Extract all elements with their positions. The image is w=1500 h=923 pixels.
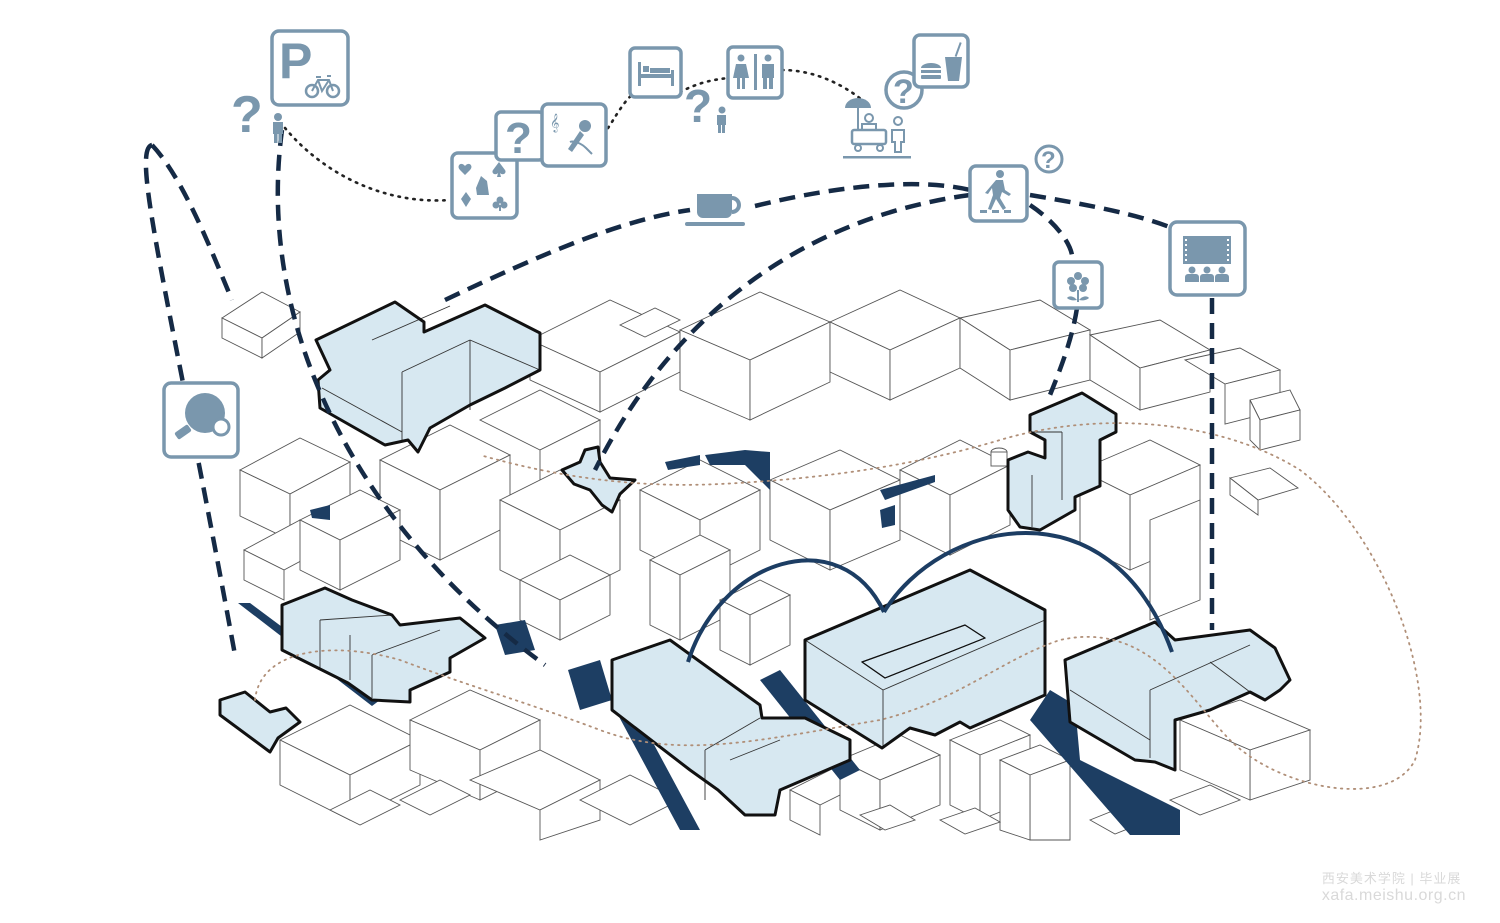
dash-parking bbox=[275, 129, 547, 667]
dash-cafe-west bbox=[444, 207, 691, 303]
dash-table-tennis bbox=[143, 142, 238, 656]
east-L-block bbox=[1063, 620, 1292, 772]
watermark: 西安美术学院 | 毕业展 xafa.meishu.org.cn bbox=[1322, 868, 1466, 905]
highlighted-buildings bbox=[218, 300, 1292, 817]
question-person-icon: ? bbox=[231, 86, 283, 144]
hotel-bed-icon bbox=[628, 46, 683, 99]
coffee-cup-icon bbox=[685, 194, 745, 226]
flower-garden-icon bbox=[1052, 260, 1104, 310]
dash-cafe-east bbox=[754, 181, 971, 209]
watermark-url: xafa.meishu.org.cn bbox=[1321, 887, 1466, 904]
svg-text:?: ? bbox=[684, 80, 712, 132]
svg-text:P: P bbox=[279, 33, 312, 89]
svg-text:?: ? bbox=[505, 114, 532, 163]
courtyard-block bbox=[803, 568, 1047, 750]
dash-flower-tower bbox=[1047, 307, 1080, 396]
table-tennis-icon bbox=[162, 381, 240, 459]
restroom-icon bbox=[726, 45, 784, 100]
food-cart-vendor-icon bbox=[843, 98, 911, 159]
cinema-icon bbox=[1168, 220, 1247, 297]
card-games-icon bbox=[450, 151, 519, 220]
connection-arcs bbox=[686, 531, 1174, 663]
question-box-icon: ? bbox=[494, 110, 546, 163]
pedestrian-crossing-icon bbox=[968, 164, 1029, 223]
question-circle-icon: ? bbox=[1034, 144, 1064, 174]
dash-crossing-cinema bbox=[1029, 192, 1173, 231]
karaoke-microphone-icon: 𝄞 bbox=[540, 102, 608, 168]
watermark-school: 西安美术学院 | 毕业展 bbox=[1321, 871, 1462, 886]
west-L-block bbox=[280, 586, 487, 704]
svg-text:𝄞: 𝄞 bbox=[550, 113, 559, 133]
parking-bicycle-icon: P bbox=[270, 29, 350, 107]
fast-food-icon bbox=[912, 33, 970, 89]
arc-slab-to-courtyard bbox=[686, 558, 886, 663]
svg-text:?: ? bbox=[1041, 147, 1056, 174]
question-person-icon: ? bbox=[684, 80, 726, 133]
arc-courtyard-to-east bbox=[882, 531, 1174, 653]
dash-crossing-flower bbox=[1028, 203, 1075, 263]
south-central-slab bbox=[610, 638, 852, 817]
dashed-links bbox=[143, 129, 1215, 667]
northwest-block bbox=[314, 300, 542, 454]
northeast-tower bbox=[1006, 391, 1118, 532]
svg-text:?: ? bbox=[231, 86, 263, 144]
southwest-pavilion bbox=[218, 690, 302, 754]
context-buildings bbox=[221, 289, 1312, 841]
svg-text:?: ? bbox=[893, 73, 914, 111]
dash-crossing-center bbox=[592, 192, 971, 472]
dotted-icon-chain bbox=[283, 68, 864, 202]
